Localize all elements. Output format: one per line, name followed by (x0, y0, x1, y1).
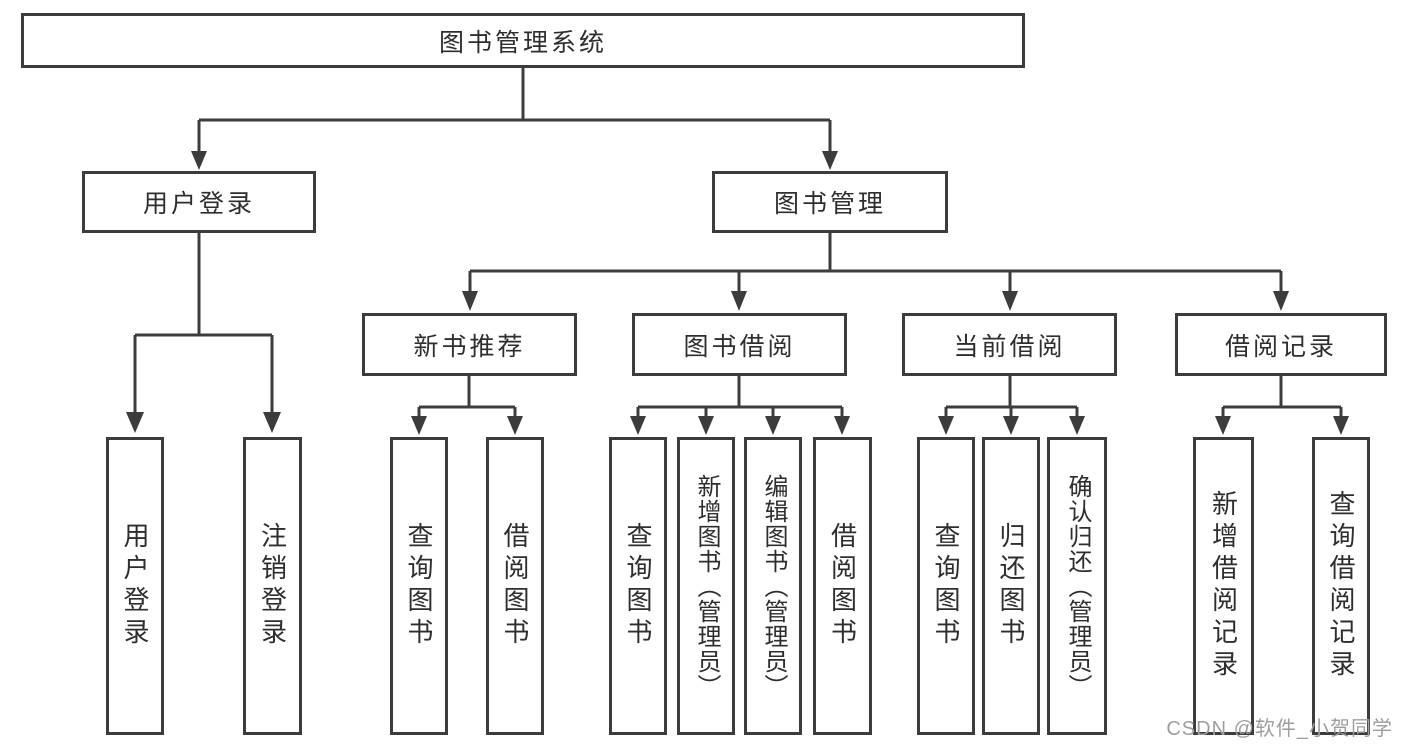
leaf-add-books-admin: 新增图书（管理员） (677, 437, 735, 735)
node-label: 查询图书 (404, 522, 434, 650)
leaf-logout: 注销登录 (243, 437, 302, 735)
csdn-watermark: CSDN @软件_小贺同学 (1166, 718, 1393, 740)
node-label: 查询借阅记录 (1326, 490, 1356, 682)
node-label: 编辑图书（管理员） (760, 473, 787, 699)
node-book-management: 图书管理 (712, 171, 948, 233)
node-label: 借阅图书 (500, 522, 530, 650)
node-label: 确认归还（管理员） (1064, 473, 1091, 699)
arrowheads (126, 151, 1349, 435)
node-label: 图书借阅 (683, 332, 796, 361)
leaf-return-books: 归还图书 (982, 437, 1040, 735)
node-label: 借阅图书 (827, 522, 858, 650)
node-label: 注销登录 (257, 522, 288, 650)
node-label: 查询图书 (931, 522, 961, 650)
node-user-login: 用户登录 (82, 171, 316, 233)
node-label: 新书推荐 (413, 332, 526, 361)
leaf-user-login: 用户登录 (106, 437, 164, 735)
leaf-borrow-books: 借阅图书 (813, 437, 872, 735)
node-label: 图书管理系统 (438, 28, 607, 57)
node-new-book-recommendation: 新书推荐 (362, 313, 577, 376)
node-label: 用户登录 (120, 522, 150, 650)
leaf-borrow-books-recommend: 借阅图书 (486, 437, 544, 735)
node-current-borrowing: 当前借阅 (902, 313, 1117, 376)
leaf-query-books-borrowing: 查询图书 (609, 437, 667, 735)
node-label: 新增借阅记录 (1208, 490, 1239, 682)
node-label: 归还图书 (996, 522, 1026, 650)
node-label: 借阅记录 (1224, 332, 1337, 361)
leaf-edit-books-admin: 编辑图书（管理员） (744, 437, 802, 735)
leaf-query-books-recommend: 查询图书 (390, 437, 448, 735)
leaf-query-borrow-record: 查询借阅记录 (1312, 437, 1370, 735)
node-label: 当前借阅 (953, 332, 1066, 361)
node-label: 图书管理 (773, 190, 886, 218)
node-label: 新增图书（管理员） (693, 473, 720, 699)
leaf-query-books-current: 查询图书 (917, 437, 975, 735)
node-label: 查询图书 (623, 522, 653, 650)
leaf-add-borrow-record: 新增借阅记录 (1193, 437, 1254, 735)
node-borrowing-records: 借阅记录 (1175, 313, 1387, 376)
node-book-borrowing: 图书借阅 (632, 313, 847, 376)
node-label: 用户登录 (142, 190, 255, 218)
leaf-confirm-return-admin: 确认归还（管理员） (1047, 437, 1107, 735)
node-library-management-system: 图书管理系统 (21, 13, 1025, 68)
